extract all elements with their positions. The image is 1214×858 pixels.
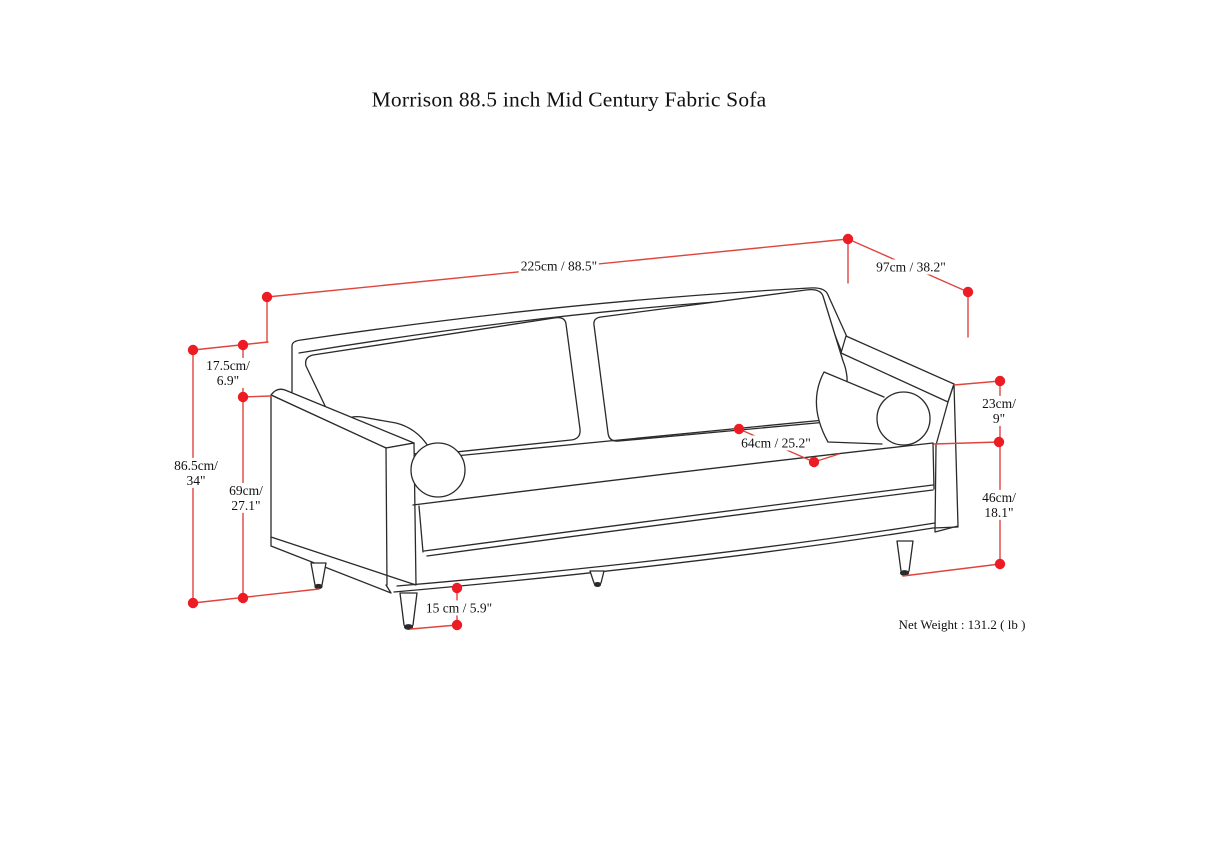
leg-back-left-tip [314, 583, 323, 590]
dim-label-seat-height: 46cm/ 18.1" [980, 489, 1018, 521]
dim-label-arm-above-seat: 23cm/ 9" [980, 395, 1018, 427]
net-weight-text: Net Weight : 131.2 ( lb ) [898, 617, 1026, 632]
leg-front-right [896, 540, 914, 575]
left-bolster-end [410, 442, 466, 498]
dim-label-arm-height: 69cm/ 27.1" [227, 482, 265, 514]
right-bolster-end [876, 391, 931, 446]
right-arm-front [934, 383, 959, 533]
left-arm-front-edge [385, 447, 388, 586]
left-arm-side [270, 394, 417, 586]
leg-back-left [310, 562, 327, 589]
dim-label-overall-width: 225cm / 88.5" [518, 258, 600, 274]
left-base-rail [270, 536, 392, 594]
leg-front-left-tip [403, 624, 414, 630]
sofa-line-art [270, 287, 959, 630]
leg-middle-tip [593, 582, 602, 587]
dimension-dots [187, 233, 1006, 631]
seat-front-edge [412, 442, 935, 506]
leg-front-left [399, 592, 418, 629]
dim-label-back-above-arm: 17.5cm/ 6.9" [204, 357, 252, 389]
right-bolster-body [815, 371, 885, 445]
seat-back-line [454, 417, 846, 457]
seat-welt-upper [423, 484, 934, 552]
seat-welt-lower [426, 489, 934, 557]
back-cushion-right [593, 288, 849, 442]
left-arm-top [270, 388, 415, 449]
dim-label-leg-height: 15 cm / 5.9" [423, 600, 495, 616]
dim-label-overall-height: 86.5cm/ 34" [172, 457, 220, 489]
dim-label-seat-depth: 64cm / 25.2" [739, 435, 813, 451]
page-title: Morrison 88.5 inch Mid Century Fabric So… [371, 87, 767, 112]
dim-label-overall-depth: 97cm / 38.2" [874, 259, 948, 275]
leg-front-right-tip [899, 570, 910, 576]
base-bottom [393, 526, 959, 593]
base-trim [396, 522, 936, 587]
sofa-back-outer [291, 287, 848, 397]
seat-left-edge [418, 505, 424, 553]
